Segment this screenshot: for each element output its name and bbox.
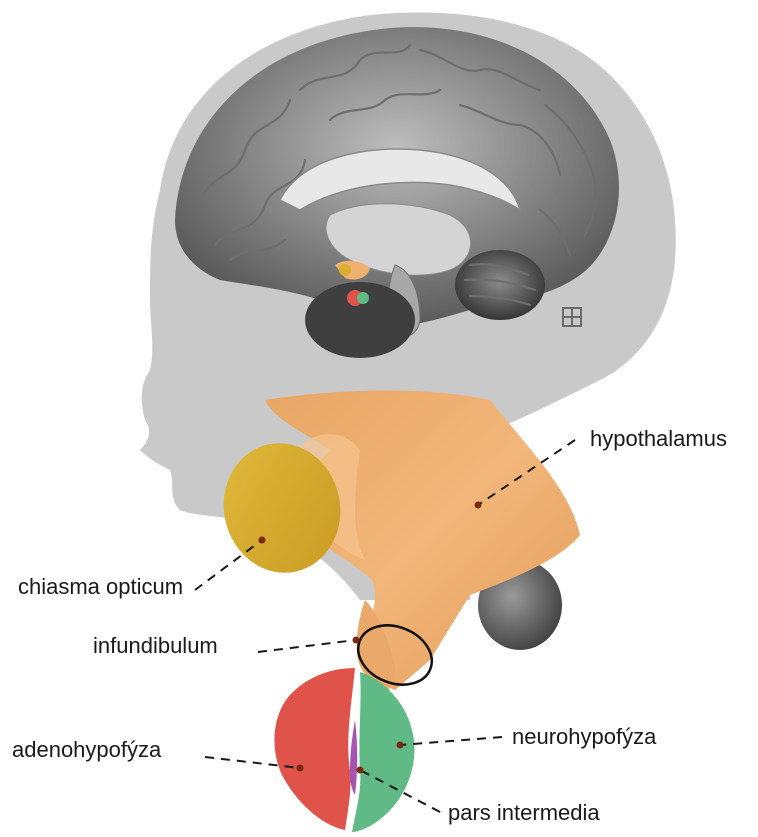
hypothalamus-marker — [475, 502, 482, 509]
pars-intermedia-shape — [350, 720, 357, 795]
pars-intermedia-marker — [357, 767, 364, 774]
pars-intermedia-label: pars intermedia — [448, 800, 600, 825]
neurohypofyza-marker — [397, 742, 404, 749]
neurohypofyza-shape — [352, 672, 414, 832]
chiasma-marker — [259, 537, 266, 544]
hypothalamus-label: hypothalamus — [590, 426, 727, 451]
adenohypofyza-shape — [274, 668, 355, 830]
adenohypofyza-marker — [297, 765, 304, 772]
chiasma-opticum-label: chiasma opticum — [18, 574, 183, 599]
adenohypofyza-label: adenohypofýza — [12, 737, 162, 762]
infundibulum-marker — [353, 637, 360, 644]
neurohypofyza-label: neurohypofýza — [512, 724, 657, 749]
infundibulum-label: infundibulum — [93, 633, 218, 658]
